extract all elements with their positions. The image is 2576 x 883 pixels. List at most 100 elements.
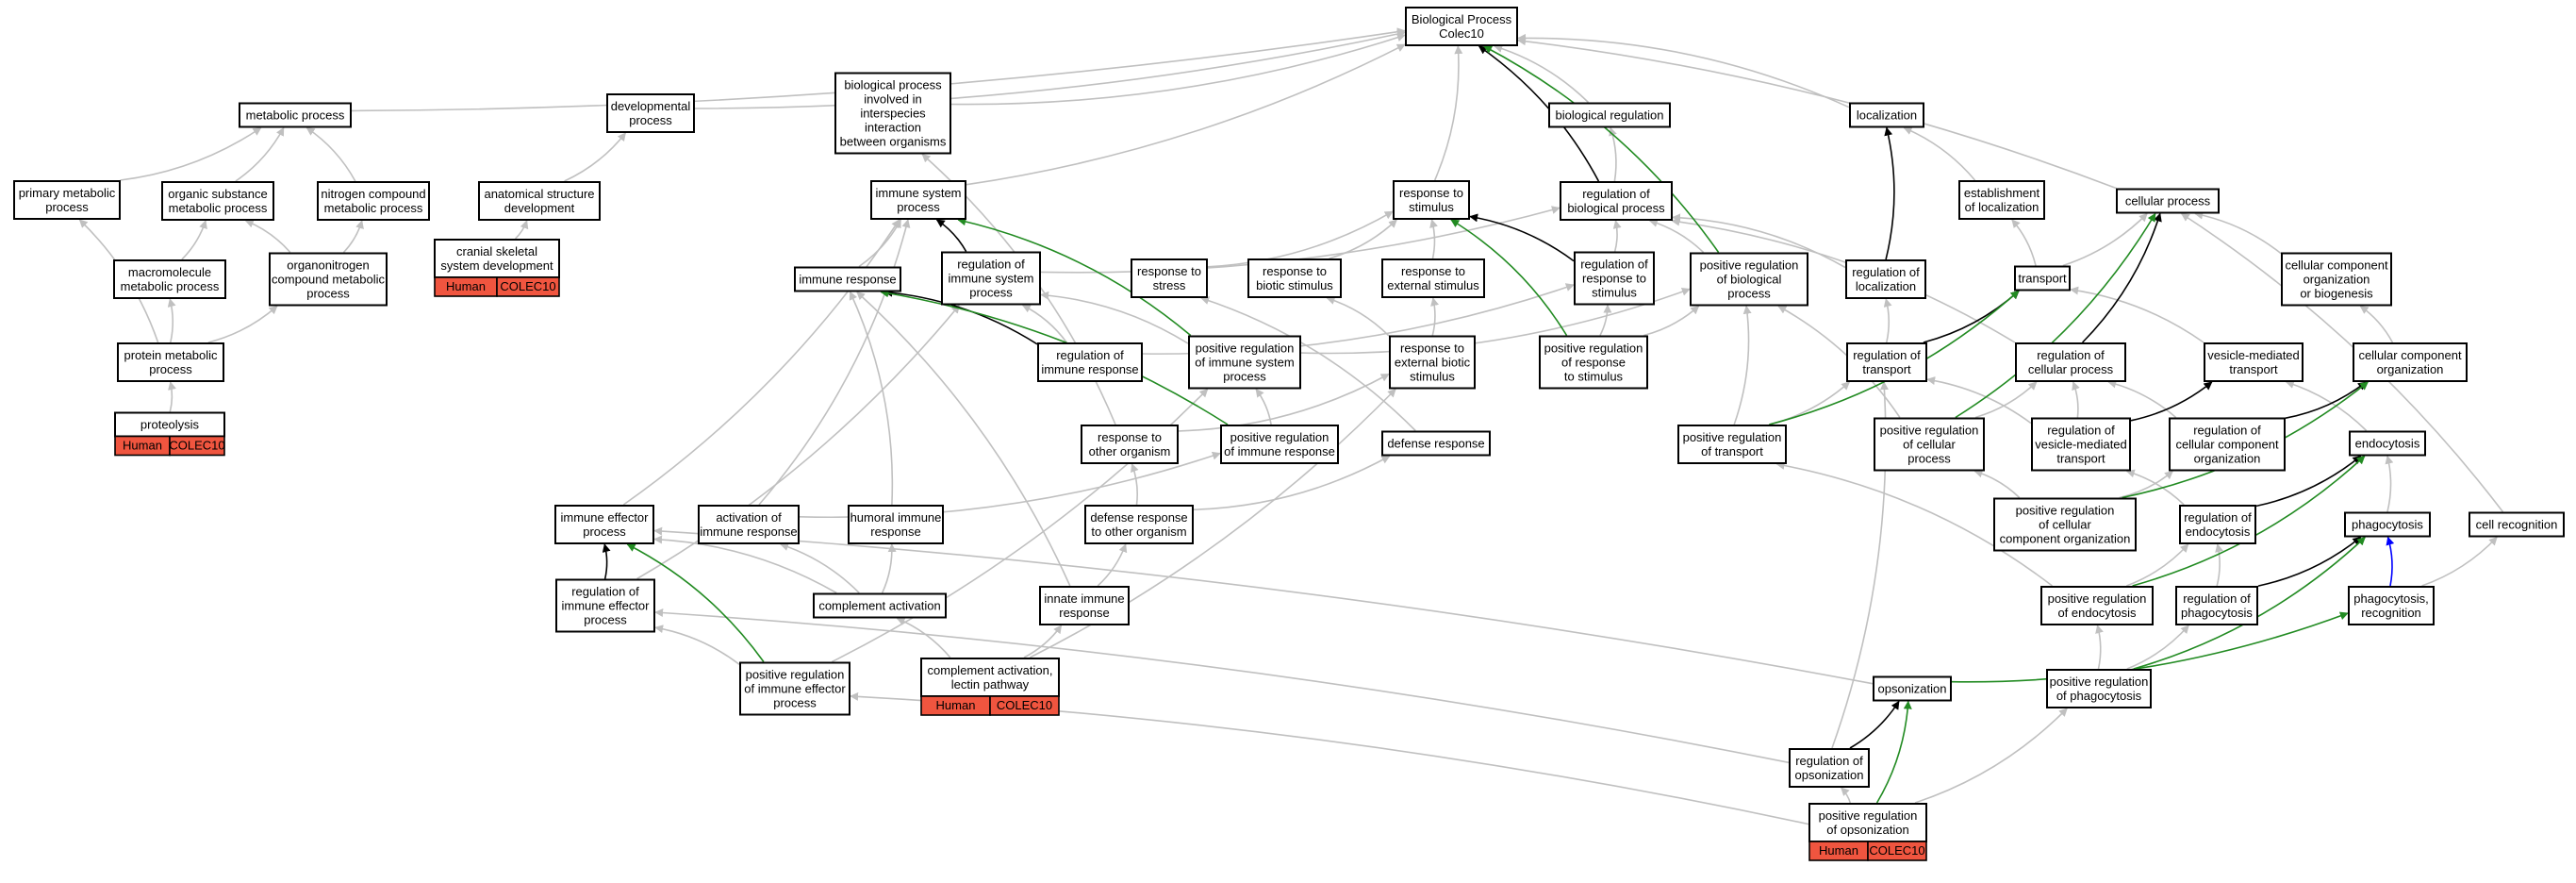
node-label-line: biotic stimulus: [1256, 278, 1333, 292]
node-label-line: stimulus: [1592, 286, 1637, 300]
node-label-line: immune system: [948, 272, 1033, 286]
edge-is-a-defrespother-to-resporg: [1131, 463, 1139, 506]
edge-is-a-posregimmeff-to-regimmeff: [654, 625, 740, 665]
edge-part-of-regccorg-to-ccorg: [2285, 381, 2367, 419]
edge-is-a-orgsubst-to-metabolic: [235, 126, 285, 182]
node-box: [117, 342, 224, 382]
node-label-line: response to: [1400, 342, 1464, 356]
node-label-line: opsonization: [1878, 682, 1947, 696]
node-transport[interactable]: transport: [2014, 265, 2071, 292]
annotation-gene: COLEC10: [500, 279, 555, 293]
edge-positively-regulates-posregcellproc-to-cellular: [1955, 212, 2156, 419]
node-phagorecog[interactable]: phagocytosis,recognition: [2348, 586, 2435, 625]
node-complement[interactable]: complement activation: [813, 592, 947, 619]
edge-is-a-complectin-to-innate: [1023, 625, 1063, 658]
edge-is-a-ccorg-to-ccorgbio: [2359, 305, 2394, 343]
node-label-line: cellular component: [2285, 258, 2388, 273]
node-metabolic[interactable]: metabolic process: [239, 102, 352, 128]
node-cellular[interactable]: cellular process: [2116, 188, 2220, 214]
edge-is-a-immeffector-to-immsys: [622, 219, 900, 506]
node-label-line: between organisms: [840, 135, 947, 149]
node-label-line: localization: [1857, 108, 1917, 123]
node-bioreg[interactable]: biological regulation: [1548, 102, 1671, 128]
node-complectin[interactable]: complement activation,lectin pathwayHuma…: [920, 658, 1060, 716]
node-localization[interactable]: localization: [1849, 102, 1924, 128]
node-cellrecog[interactable]: cell recognition: [2469, 511, 2565, 538]
node-label-line: positive regulation: [2048, 591, 2147, 606]
annotation-species: Human: [1819, 843, 1858, 858]
node-immresp[interactable]: immune response: [794, 266, 901, 292]
edge-is-a-primary-to-metabolic: [120, 126, 262, 181]
node-defresp[interactable]: defense response: [1381, 430, 1491, 457]
node-label-line: process: [584, 613, 627, 627]
node-box: [920, 658, 1060, 697]
node-label-line: of phagocytosis: [2056, 689, 2142, 703]
node-opsonization[interactable]: opsonization: [1873, 675, 1952, 702]
node-label-line: process: [306, 287, 350, 301]
node-endocytosis[interactable]: endocytosis: [2349, 430, 2426, 457]
node-label-line: process: [583, 525, 626, 539]
edge-positively-regulates-posregopson-to-opsonization: [1875, 700, 1912, 804]
node-label-line: regulation of: [1582, 187, 1650, 201]
edge-is-a-posregcellproc-to-posregbio: [1777, 305, 1901, 418]
node-phagocytosis[interactable]: phagocytosis: [2344, 511, 2431, 538]
node-box: [2348, 586, 2435, 625]
node-label-line: development: [504, 201, 575, 215]
node-label-line: metabolic process: [324, 201, 423, 215]
node-label-line: of immune system: [1195, 356, 1294, 370]
